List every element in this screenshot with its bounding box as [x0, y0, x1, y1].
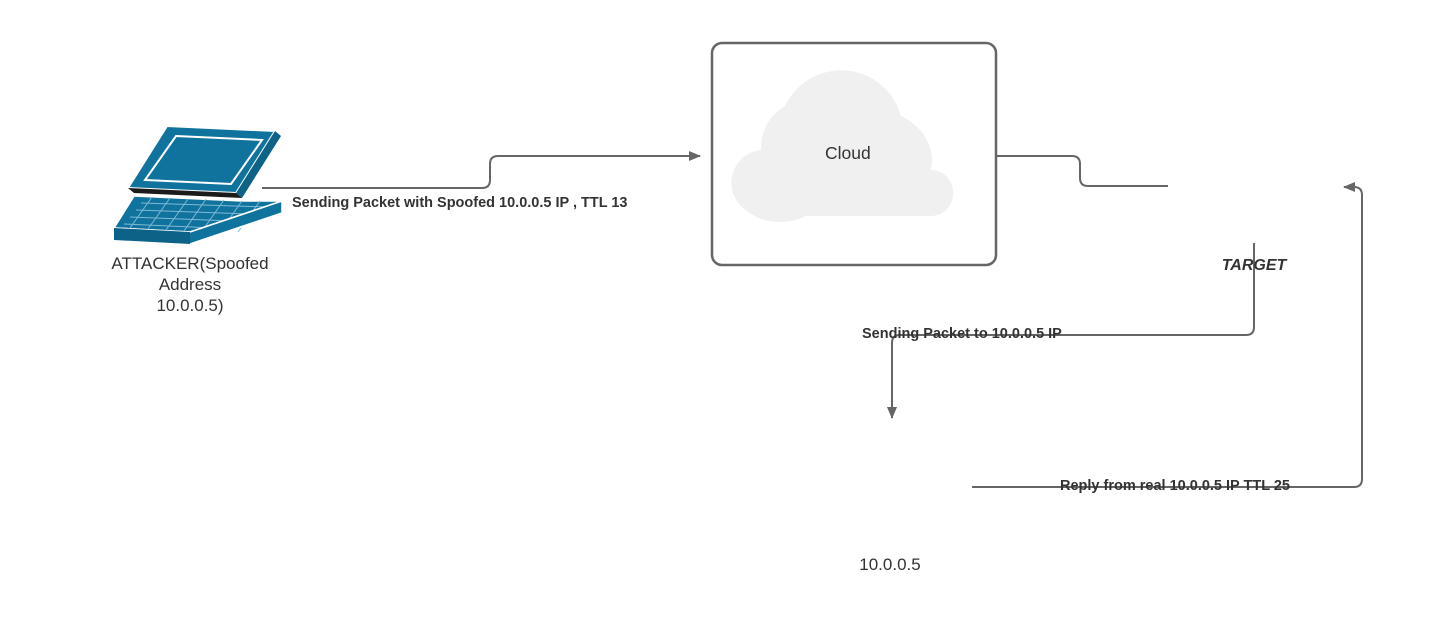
edge-cloud-to-target — [996, 155, 1168, 187]
edge-label-attacker-to-cloud: Sending Packet with Spoofed 10.0.0.5 IP … — [292, 195, 628, 211]
cloud-icon — [731, 70, 953, 222]
attacker-node[interactable] — [112, 124, 283, 245]
target-label: TARGET — [1221, 257, 1287, 274]
edge-victim-to-target — [972, 182, 1363, 488]
edge-attacker-to-cloud — [262, 151, 701, 189]
victim-label: 10.0.0.5 — [859, 555, 921, 574]
cloud-label: Cloud — [825, 143, 871, 163]
cloud-node[interactable] — [710, 41, 998, 267]
edge-target-to-victim — [887, 243, 1255, 419]
attacker-label: ATTACKER(Spoofed Address 10.0.0.5) — [111, 254, 269, 315]
edge-label-target-to-victim: Sending Packet to 10.0.0.5 IP — [862, 326, 1062, 342]
laptop-isometric-icon — [112, 124, 283, 245]
edge-label-victim-to-target: Reply from real 10.0.0.5 IP TTL 25 — [1060, 478, 1290, 494]
